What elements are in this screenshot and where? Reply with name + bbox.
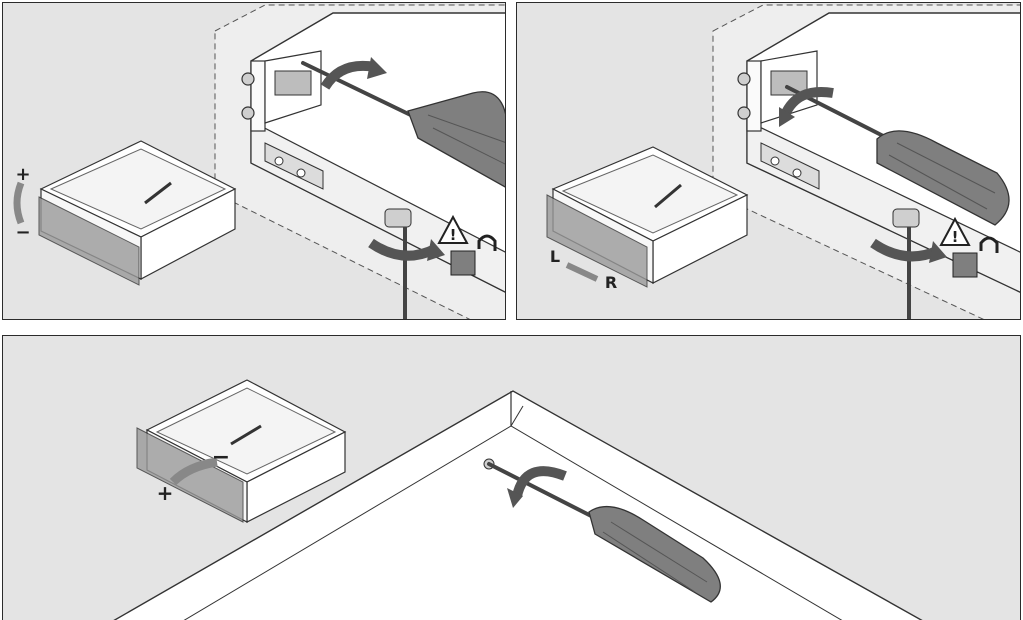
drawer-runner — [760, 142, 820, 190]
runner-hole — [792, 168, 802, 178]
bracket-bolt-bottom — [241, 106, 255, 120]
screwdriver-icon — [301, 61, 505, 188]
drawer-inset: L R — [546, 146, 749, 292]
drawer-inset: − + — [136, 379, 347, 523]
double-arrow-icon — [13, 181, 25, 225]
lock-screw — [892, 208, 920, 228]
rotate-arrow-icon — [169, 457, 218, 486]
drawer-bottom-edge — [250, 120, 505, 293]
panel-height-adjustment: ! + − — [2, 2, 506, 320]
drawer-runner — [264, 142, 324, 190]
drawer-runner — [38, 196, 140, 286]
rotate-arrow-head — [367, 57, 387, 79]
height-adjustment-illustration: ! + − — [13, 4, 505, 319]
height-minus-label: − — [15, 222, 30, 243]
height-plus-label: + — [15, 164, 30, 185]
lock-screw — [384, 208, 412, 228]
adjuster-mechanism — [274, 70, 312, 96]
double-arrow-icon — [565, 262, 599, 282]
padlock-icon — [450, 250, 476, 276]
bracket-bolt-top — [241, 72, 255, 86]
tilt-plus-label: + — [157, 481, 174, 505]
tilt-adjustment-illustration: − + — [113, 379, 923, 620]
bracket-bolt-top — [737, 72, 751, 86]
side-left-label: L — [550, 247, 560, 266]
rotate-arrow-head — [507, 488, 523, 508]
screwdriver-icon — [483, 458, 721, 603]
tilt-minus-label: − — [212, 445, 230, 470]
side-adjustment-illustration: ! L R — [546, 4, 1020, 319]
warning-icon — [939, 216, 971, 246]
rotate-arrow-icon — [780, 87, 834, 118]
padlock-icon — [952, 252, 978, 278]
rotate-arrow-icon — [512, 466, 567, 498]
front-fixing-bracket — [746, 60, 762, 132]
warning-icon-mark: ! — [952, 228, 959, 246]
padlock-shackle — [477, 234, 497, 251]
rotate-arrow-head — [779, 107, 795, 127]
screwdriver-icon — [144, 181, 172, 205]
runner-hole — [296, 168, 306, 178]
panel-side-adjustment: ! L R — [516, 2, 1021, 320]
rotate-arrow-head — [929, 241, 947, 263]
drawer-runner — [546, 194, 648, 288]
front-fixing-bracket — [250, 60, 266, 132]
screwdriver-icon — [654, 183, 682, 209]
bracket-bolt-bottom — [737, 106, 751, 120]
padlock-shackle — [979, 236, 999, 253]
warning-icon — [437, 214, 469, 244]
side-right-label: R — [605, 273, 617, 292]
panel-tilt-adjustment: − + — [2, 335, 1021, 620]
runner-hole — [770, 156, 780, 166]
runner-hole — [274, 156, 284, 166]
drawer-corner-edge — [510, 405, 524, 427]
drawer-bottom-edge — [746, 120, 1020, 293]
screwdriver-icon — [230, 424, 262, 446]
drawer-inset: + − — [13, 140, 237, 286]
rotate-arrow-head — [427, 239, 445, 261]
warning-icon-mark: ! — [450, 226, 457, 244]
